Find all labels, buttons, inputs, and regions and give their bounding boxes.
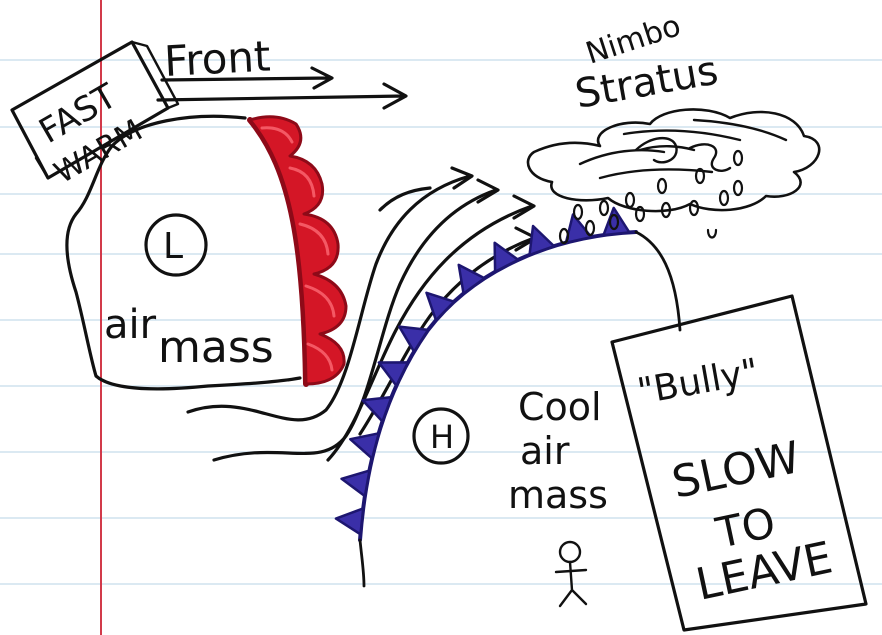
cold-front-triangle [342, 471, 370, 497]
high-label: H [430, 418, 454, 456]
cold-front [336, 208, 680, 586]
high-pressure-symbol: H [414, 409, 468, 463]
cold-front-triangle [363, 397, 392, 421]
bully-label: "Bully" [634, 351, 761, 413]
cold-front-triangle [530, 226, 554, 255]
cool-mass-label: mass [508, 473, 608, 517]
bully-sign: "Bully" SLOW TO LEAVE [612, 296, 866, 630]
cold-front-triangle [336, 508, 363, 534]
nimbostratus-cloud: Nimbo Stratus [528, 8, 819, 211]
rising-air-arrows [188, 168, 536, 460]
stick-figure-icon [556, 542, 586, 606]
cool-air-label: air [520, 429, 570, 473]
low-label: L [163, 226, 183, 267]
low-pressure-symbol: L [146, 215, 206, 275]
fast-warm-sign: FAST WARM [12, 42, 178, 191]
warm-air-label: air [104, 302, 157, 348]
cool-label: Cool [518, 385, 602, 429]
warm-mass-label: mass [158, 322, 274, 373]
front-direction-arrow [158, 84, 406, 108]
slow-label: SLOW [668, 432, 805, 509]
front-heading: Front [158, 31, 406, 108]
rain-drops [560, 151, 742, 243]
